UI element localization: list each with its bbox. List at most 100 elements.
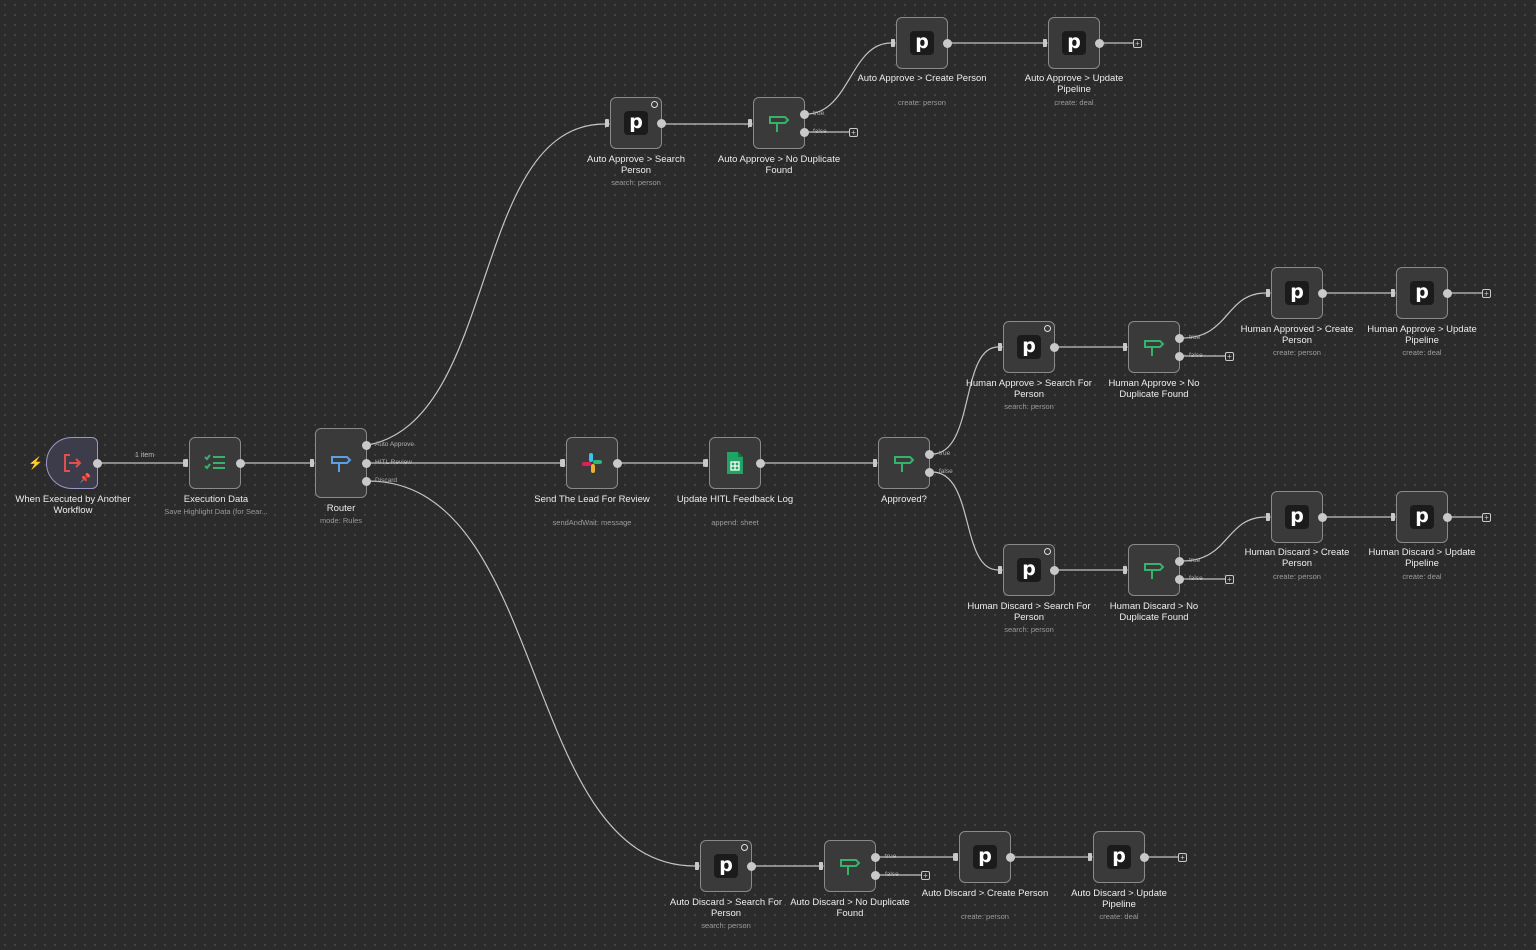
output-handle-auto-approve[interactable] — [362, 441, 371, 450]
output-handle[interactable] — [1006, 853, 1015, 862]
output-handle[interactable] — [1318, 289, 1327, 298]
input-handle[interactable] — [1391, 289, 1395, 297]
node-ad-update[interactable]: p — [1088, 831, 1149, 883]
add-node-button[interactable]: + — [1482, 289, 1491, 298]
node-ad-search[interactable]: p — [695, 840, 756, 892]
input-handle[interactable] — [891, 39, 895, 47]
node-aa-update[interactable]: p — [1043, 17, 1104, 69]
output-handle-hitl-review[interactable] — [362, 459, 371, 468]
output-handle-true[interactable] — [1175, 557, 1184, 566]
output-handle[interactable] — [93, 459, 102, 468]
output-handle[interactable] — [756, 459, 765, 468]
add-node-button[interactable]: + — [849, 128, 858, 137]
node-slack[interactable] — [561, 437, 622, 489]
add-node-button[interactable]: + — [921, 871, 930, 880]
input-handle[interactable] — [1123, 566, 1127, 574]
output-handle-false[interactable] — [1175, 352, 1184, 361]
node-approved-if[interactable] — [873, 437, 934, 489]
input-handle[interactable] — [184, 459, 188, 467]
node-ha-create[interactable]: p — [1266, 267, 1327, 319]
input-handle[interactable] — [954, 853, 958, 861]
signpost-icon — [1144, 340, 1165, 356]
output-handle-false[interactable] — [1175, 575, 1184, 584]
input-handle[interactable] — [561, 459, 565, 467]
input-handle[interactable] — [605, 119, 609, 127]
input-handle[interactable] — [998, 566, 1002, 574]
output-handle-true[interactable] — [925, 450, 934, 459]
node-label: Auto Approve > No Duplicate Found — [717, 154, 841, 176]
output-handle-false[interactable] — [800, 128, 809, 137]
pipedrive-icon: p — [910, 31, 934, 55]
input-handle[interactable] — [1043, 39, 1047, 47]
output-handle[interactable] — [1443, 289, 1452, 298]
output-handle[interactable] — [1095, 39, 1104, 48]
signpost-icon — [840, 859, 861, 875]
pin-icon: 📌 — [79, 473, 91, 483]
node-ad-create[interactable]: p — [954, 831, 1015, 883]
input-handle[interactable] — [1391, 513, 1395, 521]
input-handle[interactable] — [310, 459, 314, 467]
output-handle[interactable] — [613, 459, 622, 468]
node-label: Approved? — [881, 494, 927, 505]
output-handle-false[interactable] — [871, 871, 880, 880]
add-node-button[interactable]: + — [1178, 853, 1187, 862]
node-hd-search[interactable]: p — [998, 544, 1059, 596]
node-hd-update[interactable]: p — [1391, 491, 1452, 543]
input-handle[interactable] — [1088, 853, 1092, 861]
pipedrive-icon: p — [1410, 281, 1434, 305]
signpost-icon — [1144, 563, 1165, 579]
input-handle[interactable] — [695, 862, 699, 870]
node-label: Human Approve > No Duplicate Found — [1108, 378, 1200, 400]
output-handle-true[interactable] — [800, 110, 809, 119]
node-aa-create[interactable]: p — [891, 17, 952, 69]
output-label: Auto Approve — [375, 441, 415, 448]
input-handle[interactable] — [873, 459, 877, 467]
input-handle[interactable] — [819, 862, 823, 870]
node-trigger[interactable]: 📌 — [46, 437, 102, 489]
node-label: Human Discard > Search For Person — [967, 601, 1091, 623]
input-handle[interactable] — [998, 343, 1002, 351]
output-handle[interactable] — [747, 862, 756, 871]
add-node-button[interactable]: + — [1482, 513, 1491, 522]
input-handle[interactable] — [1123, 343, 1127, 351]
node-ha-nodup[interactable] — [1123, 321, 1184, 373]
output-handle-true[interactable] — [1175, 334, 1184, 343]
node-aa-search[interactable]: p — [605, 97, 666, 149]
output-handle-false[interactable] — [925, 468, 934, 477]
output-handle[interactable] — [943, 39, 952, 48]
node-router[interactable] — [310, 428, 371, 498]
output-handle[interactable] — [1050, 566, 1059, 575]
add-node-button[interactable]: + — [1225, 575, 1234, 584]
output-handle[interactable] — [236, 459, 245, 468]
output-handle[interactable] — [1318, 513, 1327, 522]
node-subtitle: search: person — [611, 178, 661, 187]
add-node-button[interactable]: + — [1225, 352, 1234, 361]
input-handle[interactable] — [1266, 513, 1270, 521]
node-execution-data[interactable] — [184, 437, 245, 489]
node-ha-update[interactable]: p — [1391, 267, 1452, 319]
output-handle[interactable] — [1443, 513, 1452, 522]
input-handle[interactable] — [1266, 289, 1270, 297]
output-handle-true[interactable] — [871, 853, 880, 862]
node-hd-nodup[interactable] — [1123, 544, 1184, 596]
output-handle[interactable] — [657, 119, 666, 128]
node-label: When Executed by Another Workflow — [15, 494, 131, 516]
node-label: Auto Discard > Search For Person — [669, 897, 783, 919]
output-handle[interactable] — [1050, 343, 1059, 352]
checklist-icon — [204, 454, 225, 470]
node-ha-search[interactable]: p — [998, 321, 1059, 373]
output-label: true — [1189, 557, 1201, 564]
sync-icon — [1044, 325, 1051, 332]
input-handle[interactable] — [748, 119, 752, 127]
add-node-button[interactable]: + — [1133, 39, 1142, 48]
input-handle[interactable] — [704, 459, 708, 467]
node-google-sheets[interactable] — [704, 437, 765, 489]
output-handle[interactable] — [1140, 853, 1149, 862]
trigger-bolt-icon: ⚡ — [28, 456, 43, 470]
node-ad-nodup[interactable] — [819, 840, 880, 892]
node-hd-create[interactable]: p — [1266, 491, 1327, 543]
node-aa-nodup[interactable] — [748, 97, 809, 149]
edge-aa-nodup-create — [805, 42, 892, 115]
output-handle-discard[interactable] — [362, 477, 371, 486]
